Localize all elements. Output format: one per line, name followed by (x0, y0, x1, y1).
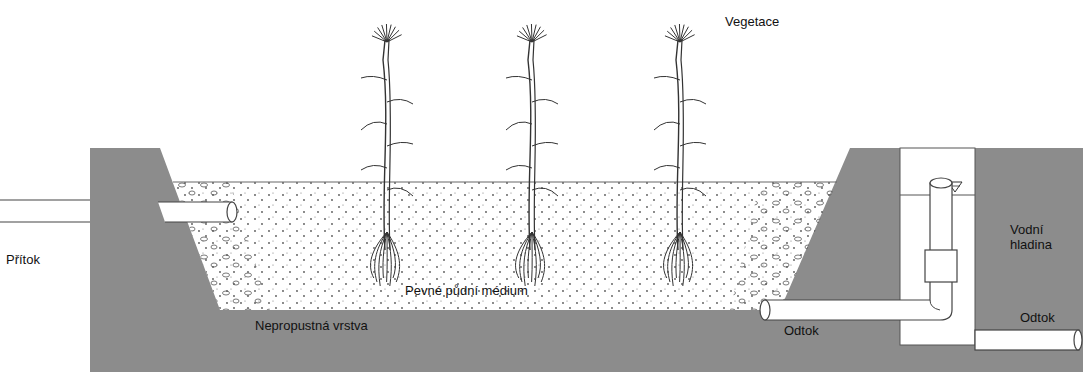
plant-crown (675, 25, 680, 42)
pipe-elbow (930, 300, 940, 310)
medium-label: Pevné půdní médium (405, 283, 528, 298)
fill-surface (173, 182, 837, 183)
plant-stem (383, 40, 386, 250)
gravel-zone (730, 182, 837, 310)
inflow-label: Přítok (6, 252, 40, 267)
plant-leaf (387, 99, 413, 104)
plant-root (679, 232, 681, 282)
plant-leaf (361, 76, 387, 80)
pipe-end (227, 202, 237, 222)
plant-root (680, 232, 693, 282)
plant-root (668, 232, 680, 282)
outflow-pipe (765, 183, 952, 320)
plant-crown (671, 27, 680, 42)
plant-leaf (654, 76, 680, 80)
plant-root (532, 232, 545, 282)
plant-root (676, 232, 680, 278)
plant-crown (532, 30, 544, 42)
reed-plant (506, 24, 558, 286)
ground (90, 148, 1083, 372)
pipe-end (760, 300, 770, 320)
plant-leaf (532, 99, 558, 104)
plant-leaf (361, 122, 387, 130)
gravel-zone (173, 182, 270, 310)
outflow-label: Odtok (784, 323, 819, 338)
plant-leaf (680, 188, 706, 196)
plant-leaf (361, 165, 387, 170)
plant-leaf (654, 122, 680, 130)
plant-crown (387, 30, 399, 42)
plant-root (383, 232, 387, 278)
plant-stem (528, 40, 531, 250)
plant-leaf (387, 142, 413, 146)
plant-root (672, 232, 680, 286)
plant-crown (680, 30, 692, 42)
inflow-pipe (0, 199, 90, 200)
outlet-pipe (975, 330, 1079, 350)
plant-crown (532, 35, 547, 42)
plant-leaf (506, 76, 532, 80)
liner-label: Nepropustná vrstva (255, 318, 368, 333)
plant-root (386, 232, 388, 282)
plant-crown (527, 25, 532, 42)
plant-root (531, 232, 533, 282)
pipe-end (1074, 330, 1082, 350)
plant-root (379, 232, 387, 286)
plant-root (375, 232, 387, 282)
plant-crown (382, 25, 387, 42)
plant-leaf (532, 188, 558, 196)
plant-crown (680, 35, 695, 42)
plant-label: Vegetace (725, 14, 779, 29)
plant-root (520, 232, 532, 282)
plant-leaf (680, 142, 706, 146)
plant-leaf (506, 165, 532, 170)
soil-medium (173, 182, 837, 310)
plant-root (528, 232, 532, 278)
plant-root (387, 232, 400, 282)
plant-leaf (387, 188, 413, 196)
reed-plant (654, 24, 706, 286)
reed-plant (361, 24, 413, 286)
plant-leaf (506, 122, 532, 130)
inflow-pipe (0, 221, 90, 222)
pipe-end (930, 178, 952, 188)
plant-leaf (654, 165, 680, 170)
plant-leaf (680, 99, 706, 104)
plant-stem (676, 40, 679, 250)
pipe-sleeve (925, 250, 957, 282)
plant-crown (378, 27, 387, 42)
water-level-label: Vodní hladina (1010, 222, 1070, 252)
plant-leaf (532, 142, 558, 146)
plant-root (524, 232, 532, 286)
outflow-label: Odtok (1020, 310, 1055, 325)
plant-crown (523, 27, 532, 42)
plant-crown (387, 35, 402, 42)
inflow-pipe (158, 202, 232, 222)
